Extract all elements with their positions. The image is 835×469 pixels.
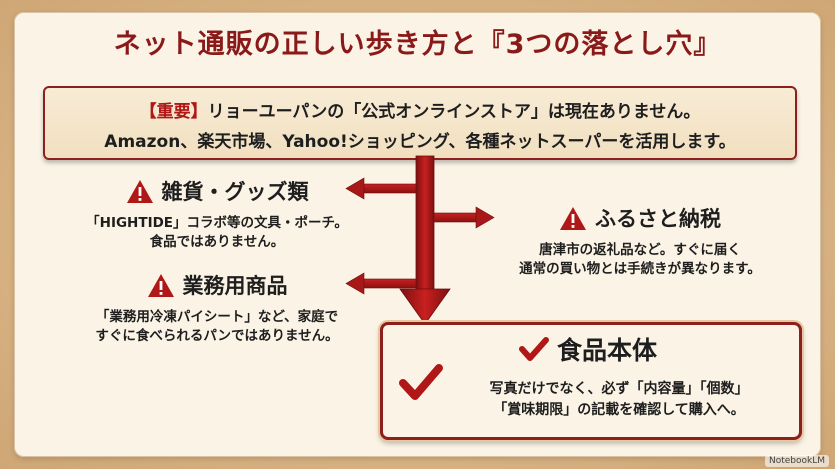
food-main-box: 食品本体 写真だけでなく、必ず「内容量」「個数」 「賞味期限」の記載を確認して購… bbox=[380, 322, 802, 440]
furusato-desc-2: 通常の買い物とは手続きが異なります。 bbox=[519, 261, 761, 277]
arrow-left-top-head bbox=[345, 177, 365, 200]
arrow-down-head bbox=[399, 288, 451, 325]
business-desc-2: すぐに食べられるパンではありません。 bbox=[95, 328, 339, 344]
arrow-right-head bbox=[475, 206, 495, 229]
pitfall-business: 業務用商品 「業務用冷凍パイシート」など、家庭で すぐに食べられるパンではありま… bbox=[58, 270, 376, 346]
warning-icon bbox=[560, 206, 586, 230]
goods-desc-2: 食品ではありません。 bbox=[149, 234, 285, 250]
food-desc-2: 「賞味期限」の記載を確認して購入へ。 bbox=[493, 402, 745, 418]
goods-desc-1: 「HIGHTIDE」コラボ等の文具・ポーチ。 bbox=[86, 215, 348, 231]
notebooklm-watermark: NotebookLM bbox=[764, 455, 829, 467]
arrow-left-bottom-head bbox=[345, 272, 365, 295]
pitfall-goods: 雑貨・グッズ類 「HIGHTIDE」コラボ等の文具・ポーチ。 食品ではありません… bbox=[72, 176, 362, 252]
checkmark-large-icon bbox=[399, 364, 443, 400]
arrow-branch-right bbox=[433, 212, 479, 223]
notice-text-2: Amazon、楽天市場、Yahoo!ショッピング、各種ネットスーパーを活用します… bbox=[104, 132, 736, 152]
warning-icon bbox=[126, 179, 153, 203]
arrow-trunk bbox=[415, 155, 435, 292]
notice-tag: 【重要】 bbox=[139, 102, 208, 122]
business-desc-1: 「業務用冷凍パイシート」など、家庭で bbox=[95, 309, 339, 325]
furusato-desc-1: 唐津市の返礼品など。すぐに届く bbox=[539, 242, 741, 258]
food-heading: 食品本体 bbox=[557, 336, 658, 365]
business-heading: 業務用商品 bbox=[182, 274, 288, 298]
arrow-branch-left-top bbox=[361, 183, 417, 194]
pitfall-furusato: ふるさと納税 唐津市の返礼品など。すぐに届く 通常の買い物とは手続きが異なります… bbox=[480, 203, 800, 279]
notice-line-1: 【重要】リョーユーパンの「公式オンラインストア」は現在ありません。 bbox=[45, 97, 795, 122]
checkmark-icon bbox=[519, 337, 549, 361]
notice-text-1: リョーユーパンの「公式オンラインストア」は現在ありません。 bbox=[207, 102, 701, 122]
warning-icon bbox=[147, 273, 174, 297]
furusato-heading: ふるさと納税 bbox=[595, 207, 721, 231]
food-desc-1: 写真だけでなく、必ず「内容量」「個数」 bbox=[489, 381, 749, 397]
page-title: ネット通販の正しい歩き方と『3つの落とし穴』 bbox=[113, 29, 722, 60]
goods-heading: 雑貨・グッズ類 bbox=[161, 180, 309, 204]
